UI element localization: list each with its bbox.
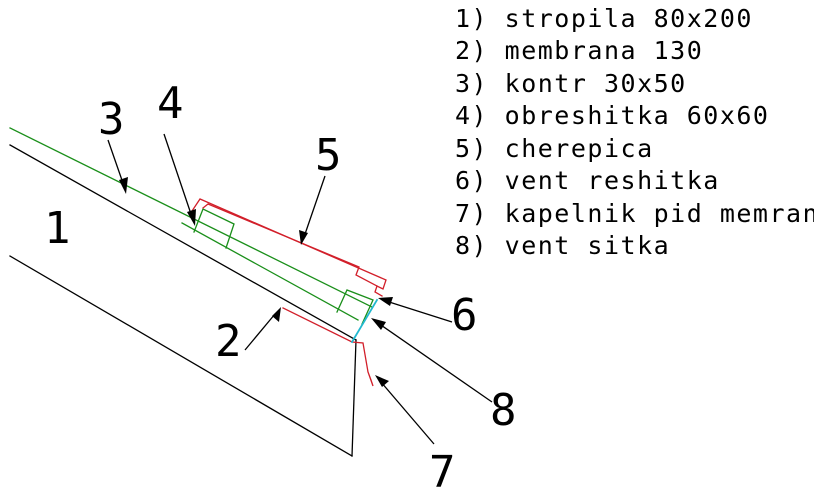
leader-line-7 — [380, 381, 435, 445]
batten-eave — [336, 289, 374, 325]
callout-3: 3 — [98, 94, 125, 145]
callout-4: 4 — [157, 78, 184, 129]
roof-tile-underside — [202, 203, 378, 287]
leader-line-4 — [163, 133, 193, 218]
leader-line-6 — [385, 300, 453, 323]
legend-item-6: 6) vent reshitka — [455, 166, 720, 195]
vent-mesh — [350, 298, 379, 344]
leader-line-8 — [377, 322, 493, 403]
callout-5: 5 — [315, 130, 342, 181]
batten-eave-outline — [336, 289, 374, 325]
drip-edge-outline — [282, 307, 374, 387]
callout-1: 1 — [44, 203, 71, 254]
rafter-end-cut — [351, 339, 357, 457]
rafter-top-edge — [9, 144, 357, 341]
arrowhead-3 — [119, 177, 128, 194]
arrowhead-6 — [378, 297, 393, 306]
legend-item-4: 4) obreshitka 60x60 — [455, 101, 769, 130]
legend-item-8: 8) vent sitka — [455, 231, 670, 260]
batten-upper — [193, 208, 235, 249]
counter-batten-bottom-line — [181, 222, 359, 321]
callout-8: 8 — [490, 385, 517, 436]
arrowhead-5 — [299, 230, 308, 245]
legend-item-5: 5) cherepica — [455, 134, 654, 163]
leader-line-5 — [303, 175, 326, 238]
legend-item-1: 1) stropila 80x200 — [455, 4, 753, 33]
roof-tile-top-outline — [191, 198, 387, 297]
callout-6: 6 — [451, 290, 478, 341]
arrowhead-2 — [272, 307, 281, 322]
leader-line-3 — [107, 139, 125, 187]
arrowhead-7 — [375, 375, 389, 387]
arrowhead-8 — [371, 318, 386, 330]
callout-2: 2 — [215, 316, 242, 367]
legend-item-2: 2) membrana 130 — [455, 36, 703, 65]
callout-7: 7 — [429, 447, 456, 492]
arrowhead-4 — [187, 209, 196, 226]
drip-edge — [282, 307, 374, 387]
roof-tile — [191, 198, 387, 297]
leader-line-2 — [244, 313, 276, 351]
legend-item-7: 7) kapelnik pid memranoyu — [455, 199, 814, 228]
legend-item-3: 3) kontr 30x50 — [455, 69, 687, 98]
batten-upper-outline — [193, 208, 235, 249]
rafter — [9, 144, 357, 457]
rafter-bottom-edge — [9, 255, 353, 457]
legend: 1) stropila 80x200 2) membrana 130 3) ko… — [455, 4, 814, 260]
